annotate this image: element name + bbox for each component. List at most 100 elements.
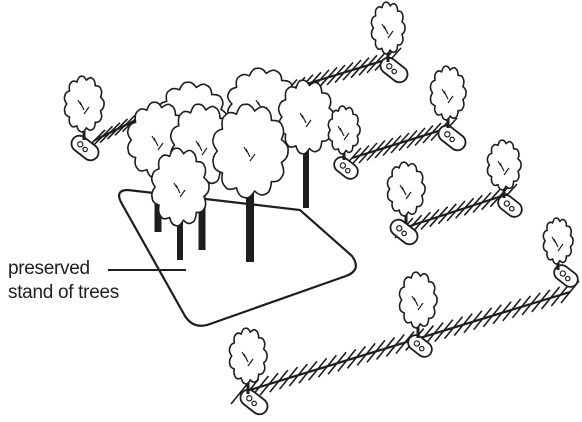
tree-trunk [502, 184, 506, 198]
callout-label: preserved stand of trees [8, 257, 128, 305]
island-dot [82, 146, 88, 153]
parking-stall-row [230, 280, 580, 405]
island-dot [508, 205, 515, 212]
tree-branch [241, 351, 254, 367]
tree-trunk [303, 148, 309, 208]
tree-branch [399, 184, 412, 200]
parking-stall-line [550, 283, 570, 307]
tree-crown [398, 271, 438, 329]
tree-crown [212, 103, 289, 199]
tree-trunk [416, 322, 420, 338]
parking-stall-line [382, 134, 402, 157]
island-icon [497, 194, 523, 218]
island-dot [401, 230, 407, 237]
parking-stall-line [482, 304, 502, 328]
tree-branch [551, 236, 564, 252]
parking-stall-line [473, 307, 493, 331]
tree-icon [370, 1, 406, 62]
island-icon [379, 56, 409, 84]
parking-stall-line [422, 122, 442, 144]
tree-trunk [386, 48, 390, 62]
island-dot [444, 131, 451, 138]
parking-stall-line [511, 295, 532, 319]
tree-branch [243, 146, 256, 162]
tree-crown [327, 105, 361, 155]
island-icon [70, 134, 100, 162]
parking-stall-line [385, 333, 405, 357]
tree-icon [327, 105, 361, 160]
tree-trunk [246, 192, 254, 262]
parking-stall-line [230, 381, 250, 405]
parking-stall-line [308, 357, 328, 381]
parking-stall-line [453, 313, 473, 337]
tree-trunk [177, 220, 183, 260]
parking-stall-line [395, 330, 415, 355]
tree-branch [441, 88, 454, 104]
tree-crown [486, 139, 522, 191]
parking-stall-line [420, 208, 440, 231]
island-dot [413, 340, 421, 347]
tree-crown [370, 1, 406, 55]
tree-crown [150, 147, 210, 227]
tree-icon [486, 139, 522, 198]
parking-stall-line [531, 289, 551, 313]
island-outline [553, 264, 579, 288]
parking-stall-line [398, 129, 418, 152]
parking-stall-line [540, 286, 561, 310]
island-dot [564, 275, 571, 282]
island-icon [437, 124, 467, 152]
parking-stall-line [259, 372, 279, 396]
parking-stall-line [99, 122, 121, 144]
parking-stall-line [350, 144, 370, 167]
parking-stall-line [358, 142, 378, 164]
tree-branch [299, 112, 312, 128]
island-dot [449, 136, 455, 143]
parking-stall-line [492, 301, 512, 325]
parking-stall-line [455, 197, 475, 219]
island-dot [391, 68, 397, 75]
tree-crown [63, 75, 105, 133]
tree-trunk [246, 378, 250, 394]
tree-icon [542, 217, 574, 270]
parking-stall-line [356, 342, 376, 366]
tree-branch [411, 295, 424, 311]
island-dot [77, 141, 84, 148]
island-outline [497, 194, 523, 218]
parking-stall-line [472, 191, 492, 214]
tree-trunk [198, 180, 206, 250]
trees [63, 1, 574, 394]
parking-stall-line [298, 360, 318, 384]
island-dot [386, 63, 393, 70]
tree-icon [277, 79, 335, 208]
parking-stall-line [366, 339, 386, 363]
island-icon [553, 264, 579, 288]
tree-branch [77, 99, 90, 115]
island-icon [407, 334, 433, 358]
parking-stall-line [278, 366, 299, 390]
tree-trunk [82, 126, 86, 140]
tree-crown [542, 217, 574, 265]
parking-stall-line [334, 62, 354, 84]
parking-stall-line [411, 211, 431, 233]
parking-stall-line [317, 354, 337, 378]
island-outline [379, 56, 409, 84]
tree-icon [228, 327, 268, 394]
parking-stall-line [463, 194, 483, 216]
tree-branch [381, 23, 394, 39]
parking-stall-line [269, 369, 289, 393]
parking-stall-line [463, 310, 483, 334]
tree-icon [63, 75, 105, 140]
tree-branch [173, 182, 186, 198]
tree-branch [337, 125, 350, 141]
parking-stall-line [288, 363, 308, 387]
parking-stall-line [406, 127, 426, 149]
parking-stall-line [434, 319, 454, 343]
island-dot [559, 270, 567, 277]
island-icon [389, 218, 419, 246]
parking-stall-line [358, 54, 378, 76]
island-dot [339, 162, 347, 169]
tree-icon [212, 103, 289, 262]
parking-stall-line [481, 189, 501, 211]
tree-branch [151, 135, 164, 151]
